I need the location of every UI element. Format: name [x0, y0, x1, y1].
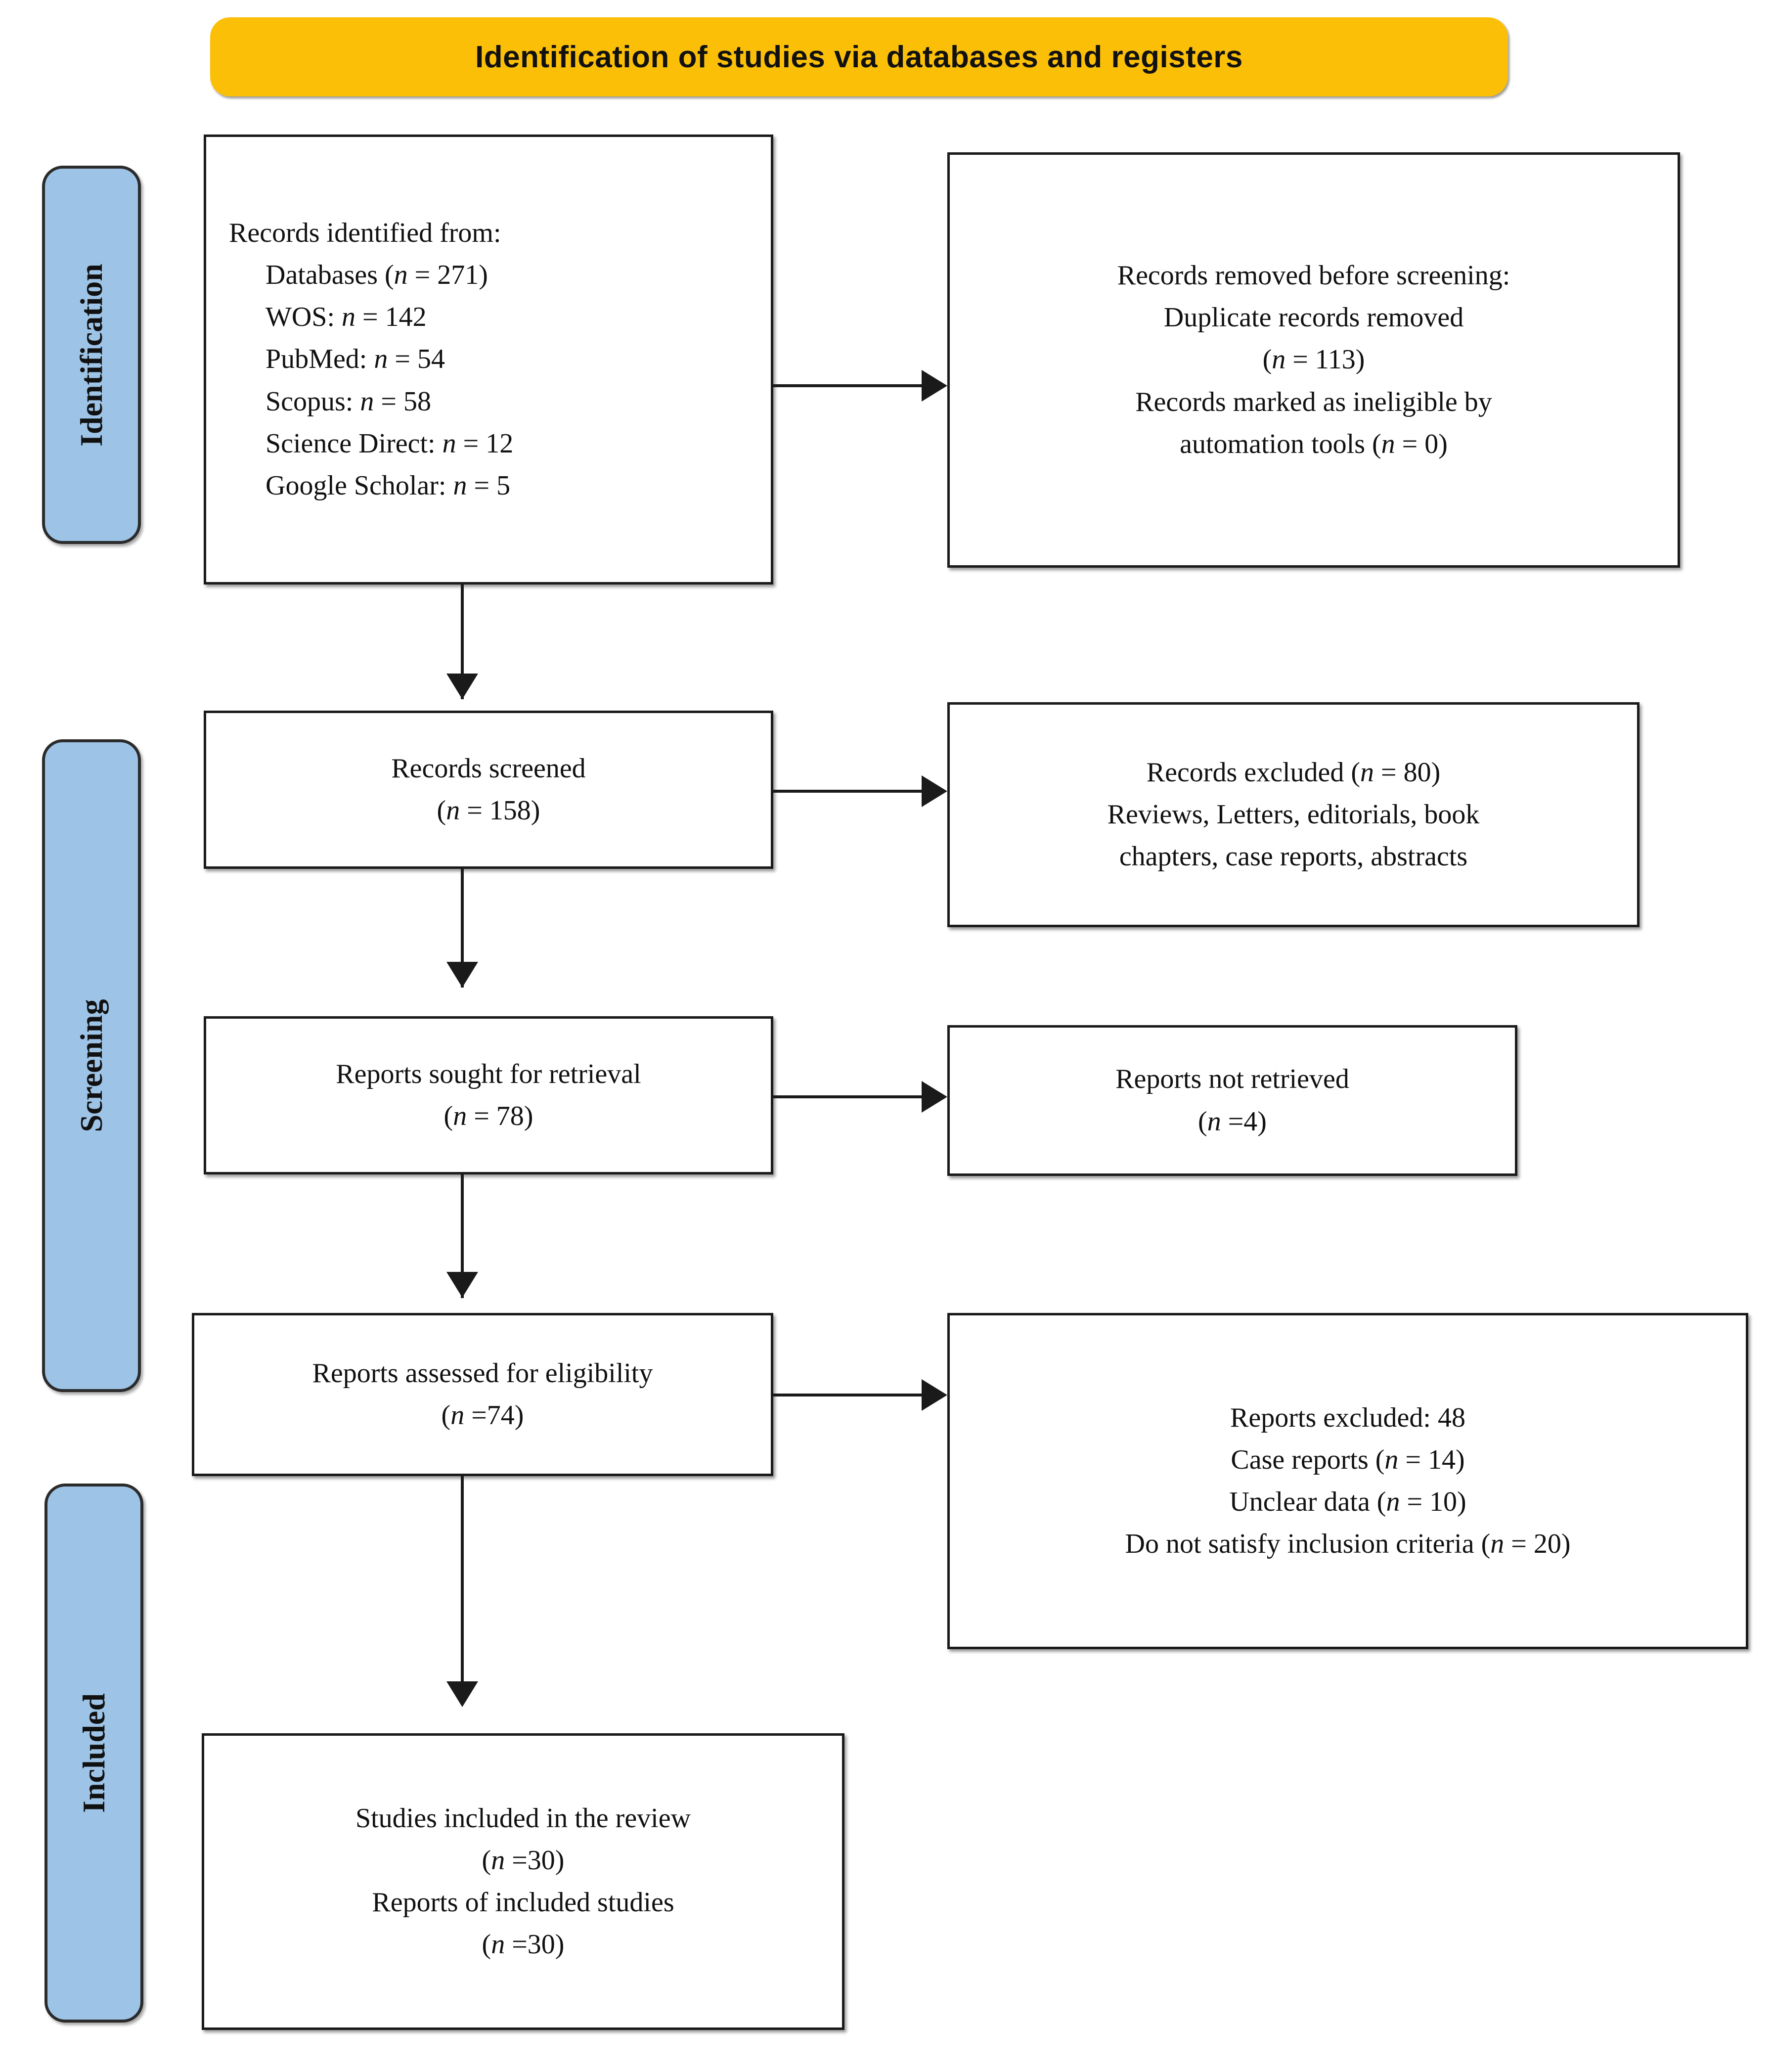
- records-screened-line-1: Records screened: [391, 753, 586, 784]
- arrowhead-screened-to-records-excluded: [922, 775, 947, 807]
- box-studies-included: Studies included in the review (n =30) R…: [202, 1733, 844, 2030]
- reports-excluded-line-1: Reports excluded: 48: [1230, 1402, 1465, 1433]
- connector-assessed-to-reports-excluded: [773, 1394, 922, 1396]
- box-reports-sought: Reports sought for retrieval (n = 78): [204, 1016, 773, 1174]
- arrowhead-screened-to-sought: [446, 962, 478, 988]
- records-identified-item-scopus: Scopus: n = 58: [266, 386, 431, 417]
- box-records-excluded: Records excluded (n = 80) Reviews, Lette…: [947, 702, 1639, 927]
- arrowhead-sought-to-assessed: [446, 1272, 478, 1298]
- records-excluded-line-1: Records excluded (n = 80): [1146, 757, 1441, 788]
- connector-screened-to-sought: [461, 869, 464, 988]
- records-removed-line-2: Duplicate records removed: [1163, 302, 1464, 333]
- box-records-screened: Records screened (n = 158): [204, 711, 773, 869]
- reports-excluded-line-4: Do not satisfy inclusion criteria (n = 2…: [1125, 1529, 1571, 1560]
- records-identified-item-google-scholar: Google Scholar: n = 5: [266, 470, 511, 501]
- diagram-header-banner: Identification of studies via databases …: [210, 17, 1508, 96]
- records-removed-line-1: Records removed before screening:: [1117, 260, 1510, 291]
- records-removed-line-5: automation tools (n = 0): [1180, 428, 1448, 459]
- records-identified-item-databases: Databases (n = 271): [266, 260, 488, 291]
- box-records-removed: Records removed before screening: Duplic…: [947, 152, 1680, 568]
- connector-assessed-to-included: [461, 1476, 464, 1689]
- stage-label-included: Included: [76, 1693, 111, 1813]
- connector-identified-to-screened: [461, 585, 464, 699]
- arrowhead-sought-to-not-retrieved: [922, 1081, 947, 1113]
- studies-included-line-2: (n =30): [482, 1845, 565, 1876]
- arrowhead-identified-to-screened: [446, 674, 478, 699]
- connector-sought-to-not-retrieved: [773, 1095, 922, 1098]
- records-identified-item-science-direct: Science Direct: n = 12: [266, 428, 514, 459]
- arrowhead-identified-to-removed: [922, 370, 947, 402]
- stage-bar-identification: Identification: [42, 166, 141, 544]
- reports-excluded-line-3: Unclear data (n = 10): [1229, 1486, 1466, 1517]
- banner-title: Identification of studies via databases …: [475, 40, 1243, 74]
- reports-assessed-line-1: Reports assessed for eligibility: [312, 1357, 653, 1389]
- stage-label-screening: Screening: [74, 999, 109, 1132]
- records-identified-item-pubmed: PubMed: n = 54: [266, 344, 445, 375]
- stage-bar-included: Included: [44, 1484, 143, 2023]
- studies-included-line-3: Reports of included studies: [372, 1887, 674, 1918]
- box-records-identified: Records identified from: Databases (n = …: [204, 135, 773, 585]
- reports-assessed-line-2: (n =74): [441, 1400, 524, 1431]
- box-reports-not-retrieved: Reports not retrieved (n =4): [947, 1025, 1517, 1176]
- studies-included-line-4: (n =30): [482, 1929, 565, 1960]
- records-identified-heading: Records identified from:: [229, 218, 501, 249]
- box-reports-excluded: Reports excluded: 48 Case reports (n = 1…: [947, 1313, 1748, 1649]
- studies-included-line-1: Studies included in the review: [355, 1802, 691, 1834]
- stage-bar-screening: Screening: [42, 739, 141, 1392]
- connector-identified-to-removed: [773, 384, 922, 387]
- box-reports-assessed: Reports assessed for eligibility (n =74): [192, 1313, 773, 1476]
- connector-sought-to-assessed: [461, 1174, 464, 1298]
- reports-not-retrieved-line-2: (n =4): [1198, 1106, 1267, 1137]
- reports-sought-line-2: (n = 78): [443, 1101, 533, 1131]
- reports-sought-line-1: Reports sought for retrieval: [336, 1058, 641, 1089]
- records-screened-line-2: (n = 158): [437, 795, 540, 826]
- reports-not-retrieved-line-1: Reports not retrieved: [1115, 1064, 1349, 1095]
- stage-label-identification: Identification: [74, 263, 109, 447]
- records-removed-line-4: Records marked as ineligible by: [1135, 386, 1492, 417]
- records-identified-item-wos: WOS: n = 142: [266, 302, 427, 333]
- connector-screened-to-records-excluded: [773, 790, 922, 793]
- records-excluded-line-3: chapters, case reports, abstracts: [1119, 841, 1468, 872]
- arrowhead-assessed-to-reports-excluded: [922, 1379, 947, 1411]
- reports-excluded-line-2: Case reports (n = 14): [1231, 1444, 1465, 1475]
- arrowhead-assessed-to-included: [446, 1681, 478, 1707]
- records-removed-line-3: (n = 113): [1262, 344, 1365, 375]
- records-excluded-line-2: Reviews, Letters, editorials, book: [1107, 799, 1480, 830]
